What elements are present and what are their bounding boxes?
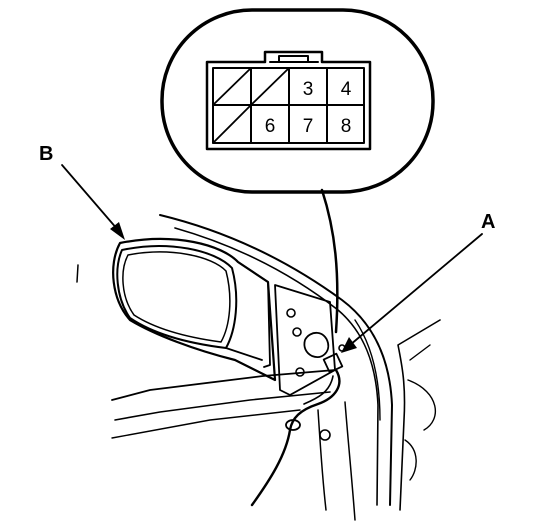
mount-bolt-3 [295, 367, 305, 377]
window-channel [354, 319, 381, 421]
blank-cavity-1 [212, 67, 252, 106]
callout-b-arrowhead [110, 222, 125, 240]
mount-plate [274, 284, 336, 396]
mirror-connector-a [322, 352, 344, 374]
callout-a-label: A [481, 211, 495, 233]
inset-leader-line [320, 188, 339, 334]
body-pillar-2 [404, 344, 437, 481]
wire-harness [250, 352, 344, 507]
pin-4: 4 [341, 79, 352, 100]
small-tick [76, 264, 79, 283]
door-clip [319, 429, 331, 441]
door-lower-panel-2 [344, 401, 356, 521]
callout-b: B [39, 143, 125, 240]
mirror-mount [274, 284, 346, 396]
callout-b-label: B [39, 143, 53, 165]
mount-bolt-2 [292, 327, 302, 337]
window-frame-inner [174, 227, 379, 506]
harness-wire [250, 368, 341, 507]
blank-cavity-5 [212, 104, 252, 144]
callout-a-arrowhead [341, 337, 357, 353]
callout-b-leader [61, 164, 119, 231]
mirror-housing [112, 237, 277, 382]
blank-cavity-2 [250, 67, 290, 106]
door-panel-edge-2 [114, 391, 331, 421]
connector-inset: 3 4 6 7 8 [160, 8, 435, 334]
mirror-arm [225, 261, 271, 368]
callout-a-leader [349, 233, 483, 346]
harness-wire-2 [303, 375, 334, 405]
mirror-glass-inner [122, 251, 231, 343]
harness-grommet [285, 419, 301, 431]
door-beltline [111, 409, 301, 439]
connector-latch [269, 55, 319, 63]
blank-cavity-hatching [212, 67, 290, 144]
window-frame-outer [159, 214, 393, 506]
door-frame [76, 214, 441, 521]
callout-a: A [341, 211, 495, 353]
pin-8: 8 [341, 116, 352, 137]
door-lower-panel [317, 409, 327, 511]
body-pillar [397, 319, 441, 511]
side-mirror [112, 237, 277, 382]
mount-socket [303, 331, 330, 358]
door-panel-edge [111, 369, 336, 401]
pin-3: 3 [303, 79, 314, 100]
pin-6: 6 [265, 116, 276, 137]
connector-housing [205, 50, 372, 151]
connector-inset-bubble [160, 8, 435, 194]
pin-7: 7 [303, 116, 314, 137]
mount-bolt-1 [286, 308, 296, 318]
